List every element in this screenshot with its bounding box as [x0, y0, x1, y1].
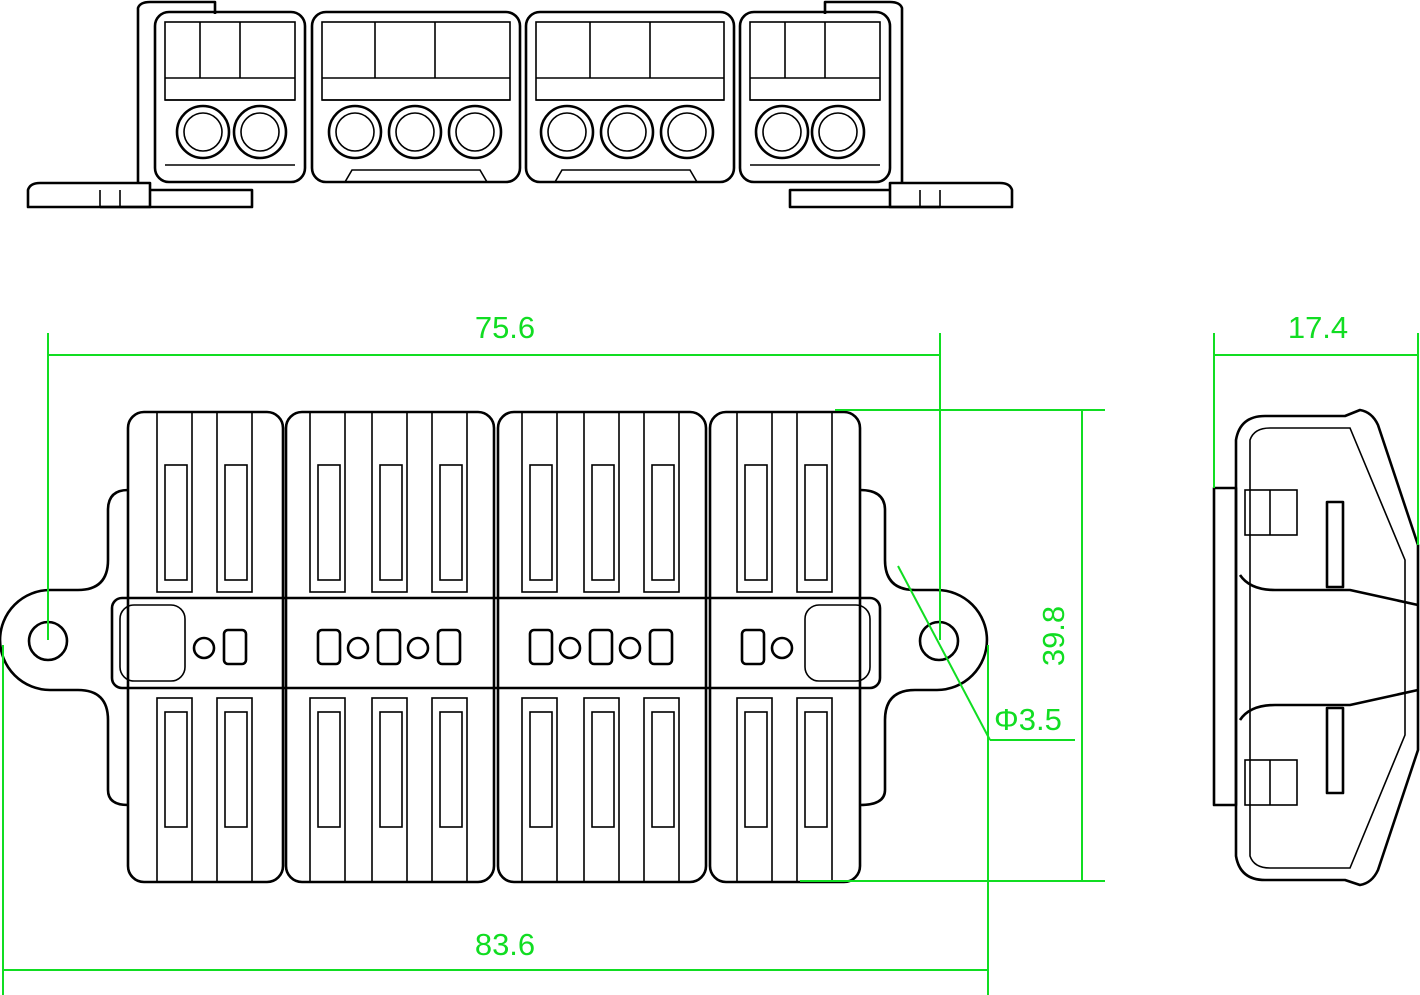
dimension-label-83-6: 83.6: [475, 927, 535, 962]
front-elevation-view: [26, 0, 1014, 209]
dimension-label-17-4: 17.4: [1288, 310, 1348, 345]
dimension-body-height: 39.8: [800, 409, 1105, 882]
dimension-side-depth: 17.4: [1213, 310, 1419, 545]
dimension-overall-width: 83.6: [2, 645, 989, 995]
dimension-label-75-6: 75.6: [475, 310, 535, 345]
dimension-label-phi-3-5: Φ3.5: [994, 702, 1062, 737]
dimension-hole-spacing: 75.6: [47, 310, 941, 640]
dimension-label-39-8: 39.8: [1036, 606, 1071, 666]
front-module-3: [524, 10, 736, 184]
plan-module-2: [284, 410, 496, 884]
plan-module-4: [708, 410, 862, 884]
side-view: [1212, 408, 1420, 887]
front-module-2: [310, 10, 522, 184]
plan-view: [0, 410, 989, 884]
front-module-1: [153, 10, 307, 184]
dimension-hole-diameter: Φ3.5: [897, 565, 1075, 741]
front-module-4: [738, 10, 892, 184]
plan-module-1: [126, 410, 285, 884]
plan-module-3: [496, 410, 708, 884]
